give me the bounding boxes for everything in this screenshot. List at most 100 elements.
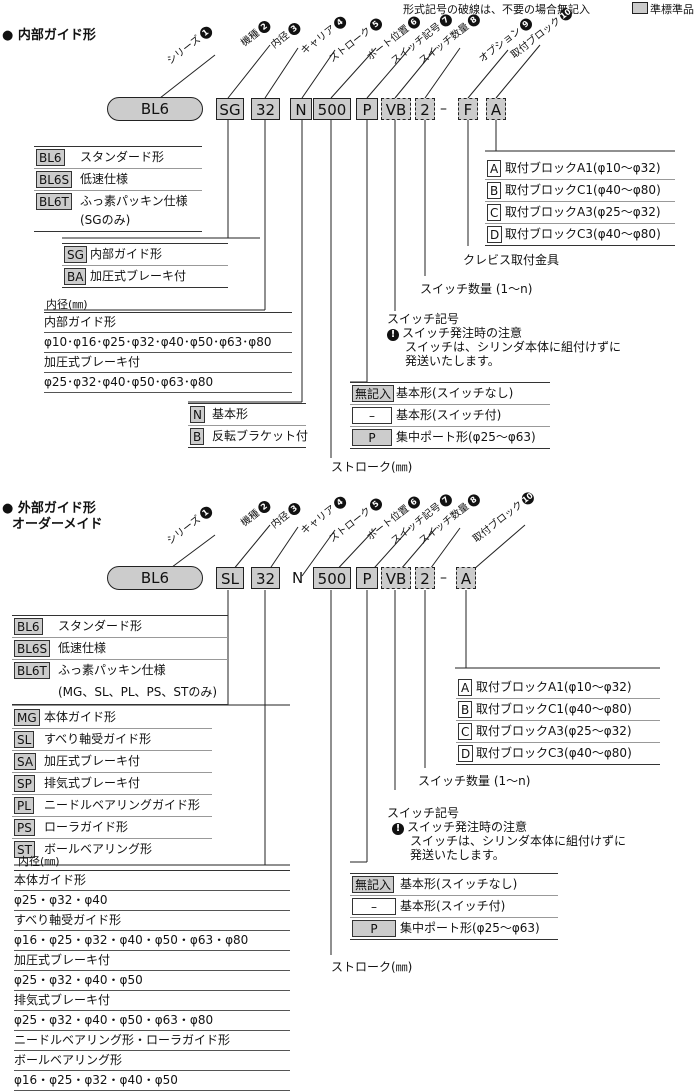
table-row: 無記入基本形(スイッチなし) <box>350 383 550 405</box>
code-switch-2: VB <box>381 567 411 589</box>
table-row: 内部ガイド形 <box>44 313 292 333</box>
switch-symbol-label-2: スイッチ記号 <box>387 806 460 820</box>
switch-note-2: スイッチは、シリンダ本体に組付けずに <box>405 340 622 354</box>
switch-note-3-2: 発送いたします。 <box>410 848 505 862</box>
code-option: F <box>458 98 478 120</box>
table-row: 加圧式ブレーキ付 <box>44 353 292 373</box>
table-row: 無記入基本形(スイッチなし) <box>350 874 558 896</box>
code-port-2: P <box>356 567 378 589</box>
code-bore: 32 <box>251 98 280 120</box>
connector-lines <box>12 44 675 955</box>
code-stroke: 500 <box>313 98 351 120</box>
code-model: SG <box>216 98 244 120</box>
code-dash: – <box>440 101 447 117</box>
section2-title: ● 外部ガイド形 <box>2 501 96 516</box>
warning-icon: ! <box>392 823 404 835</box>
bore-title-2: 内径(㎜) <box>18 855 60 868</box>
legend-label: 準標準品 <box>650 3 694 16</box>
code-carrier: N <box>290 98 312 120</box>
bore-table-2: 本体ガイド形 φ25・φ32・φ40 すべり軸受ガイド形 φ16・φ25・φ32… <box>14 870 290 1091</box>
switch-note-2-2: スイッチは、シリンダ本体に組付けずに <box>410 834 627 848</box>
code-dash-2: – <box>440 570 447 586</box>
stroke-label-2: ストローク(㎜) <box>331 960 413 974</box>
switch-qty-label-2: スイッチ数量 (1～n) <box>418 774 531 788</box>
option-label: クレビス取付金具 <box>463 253 560 267</box>
table-row: φ10･φ16･φ25･φ32･φ40･φ50･φ63･φ80 <box>44 333 292 353</box>
table-row: φ25･φ32･φ40･φ50･φ63･φ80 <box>44 373 292 393</box>
code-mount: A <box>486 98 506 120</box>
code-model-2: SL <box>216 567 244 589</box>
switch-note-1-2: !スイッチ発注時の注意 <box>392 818 527 835</box>
code-carrier-2: N <box>292 569 304 587</box>
table-row: –基本形(スイッチ付) <box>350 405 550 427</box>
switch-note-1: !スイッチ発注時の注意 <box>387 324 522 341</box>
stroke-label: ストローク(㎜) <box>331 460 413 474</box>
table-row: 排気式ブレーキ付 <box>14 991 290 1011</box>
header-note: 形式記号の破線は、不要の場合無記入 <box>403 3 590 16</box>
bore-title: 内径(㎜) <box>46 298 88 311</box>
table-row: –基本形(スイッチ付) <box>350 896 558 918</box>
code-switch-qty-2: 2 <box>415 567 435 589</box>
code-switch: VB <box>381 98 411 120</box>
code-bore-2: 32 <box>251 567 280 589</box>
code-port: P <box>356 98 378 120</box>
table-row: 本体ガイド形 <box>14 871 290 891</box>
switch-symbol-label: スイッチ記号 <box>387 312 460 326</box>
table-row: φ25・φ32・φ40 <box>14 891 290 911</box>
table-row: φ25・φ32・φ40・φ50・φ63・φ80 <box>14 1011 290 1031</box>
table-row: ボールベアリング形 <box>14 1051 290 1071</box>
switch-qty-label: スイッチ数量 (1～n) <box>420 282 533 296</box>
code-switch-qty: 2 <box>415 98 435 120</box>
code-series: BL6 <box>107 97 203 121</box>
code-series-2: BL6 <box>107 566 203 590</box>
bore-table: 内部ガイド形 φ10･φ16･φ25･φ32･φ40･φ50･φ63･φ80 加… <box>44 312 292 393</box>
table-row: φ16・φ25・φ32・φ40・φ50 <box>14 1071 290 1091</box>
table-row: すべり軸受ガイド形 <box>14 911 290 931</box>
table-row: ニードルベアリング形・ローラガイド形 <box>14 1031 290 1051</box>
table-row: φ16・φ25・φ32・φ40・φ50・φ63・φ80 <box>14 931 290 951</box>
table-row: φ25・φ32・φ40・φ50 <box>14 971 290 991</box>
legend-swatch <box>632 2 648 14</box>
switch-note-3: 発送いたします。 <box>405 354 500 368</box>
section1-title: ● 内部ガイド形 <box>2 28 96 43</box>
warning-icon: ! <box>387 329 399 341</box>
code-stroke-2: 500 <box>313 567 351 589</box>
table-row: 加圧式ブレーキ付 <box>14 951 290 971</box>
